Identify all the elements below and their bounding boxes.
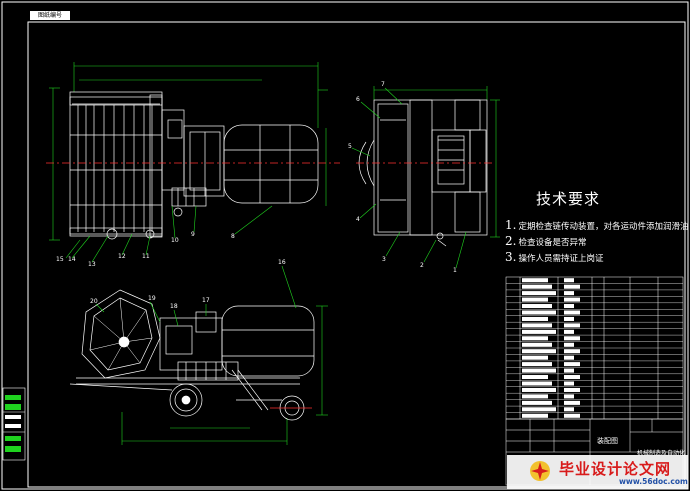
watermark-banner: 毕业设计论文网 www.56doc.com [507,455,688,489]
part-number: 19 [148,295,156,302]
part-number: 14 [68,256,76,263]
table-cell-text [522,291,556,296]
table-cell-text [522,394,548,399]
table-cell-text [564,304,574,309]
table-cell-text [564,297,580,302]
table-cell-text [522,310,556,315]
watermark-logo-icon [530,461,550,481]
part-number: 13 [88,261,96,268]
title-block [505,418,684,486]
table-cell-text [522,375,548,380]
table-cell-text [522,387,556,392]
table-cell-text [522,400,552,405]
table-cell-text [564,310,580,315]
end-view-leaders [351,87,467,269]
tech-note-1: 1.定期检查链传动装置，对各运动件添加润滑油 [505,218,689,232]
part-number: 9 [191,231,195,238]
part-number: 7 [381,81,385,88]
part-number: 5 [348,143,352,150]
table-cell-text [564,342,574,347]
part-number: 18 [170,303,178,310]
watermark-text: 毕业设计论文网 [559,460,672,478]
drawing-name: 装配图 [597,437,618,445]
table-cell-text [564,387,580,392]
part-number: 10 [171,237,179,244]
table-cell-text [564,278,574,283]
table-cell-text [522,407,556,412]
table-cell-text [564,323,580,328]
part-number: 6 [356,96,360,103]
table-cell-text [522,413,548,418]
organization-name: 机械制造及自动化 [637,450,686,457]
part-number: 8 [231,233,235,240]
part-number: 1 [453,267,457,274]
part-number: 12 [118,253,126,260]
table-cell-text [522,349,556,354]
table-cell-text [564,355,574,360]
tech-note-3: 3.操作人员需持证上岗证 [505,250,604,264]
part-number: 15 [56,256,64,263]
table-cell-text [522,329,556,334]
side-view-leaders [65,205,273,263]
end-view [358,86,500,247]
part-number: 2 [420,262,424,269]
side-view [49,62,328,241]
table-cell-text [564,368,574,373]
table-cell-text [522,381,552,386]
drawing-number-badge: 图纸编号 [30,11,70,20]
part-number: 17 [202,297,210,304]
table-cell-text [564,349,580,354]
table-cell-text [522,278,548,283]
table-cell-text [564,291,574,296]
table-cell-text [564,407,574,412]
table-cell-text [522,342,552,347]
drawing-frame-inner [27,21,686,488]
table-cell-text [564,362,580,367]
table-cell-text [564,316,574,321]
lower-view [69,289,328,445]
table-cell-text [522,316,548,321]
lower-view-leaders [95,265,297,327]
tech-requirements-heading: 技术要求 [536,190,601,208]
tech-note-2: 2.检查设备是否异常 [505,234,587,248]
table-cell-text [522,368,556,373]
part-number: 11 [142,253,150,260]
table-cell-text [564,329,574,334]
table-cell-text [522,297,548,302]
part-number: 16 [278,259,286,266]
part-number: 4 [356,216,360,223]
table-cell-text [564,413,580,418]
part-number: 3 [382,256,386,263]
parts-list-rows [506,278,683,418]
table-cell-text [522,336,548,341]
table-cell-text [564,394,574,399]
table-cell-text [522,304,552,309]
table-cell-text [564,284,580,289]
table-cell-text [522,362,552,367]
table-cell-text [564,381,574,386]
table-cell-text [522,323,552,328]
table-cell-text [564,375,580,380]
watermark-url[interactable]: www.56doc.com [619,477,688,486]
part-number: 20 [90,298,98,305]
table-cell-text [564,336,580,341]
table-cell-text [522,284,552,289]
table-cell-text [564,400,580,405]
table-cell-text [522,355,548,360]
binding-strip [2,387,26,461]
